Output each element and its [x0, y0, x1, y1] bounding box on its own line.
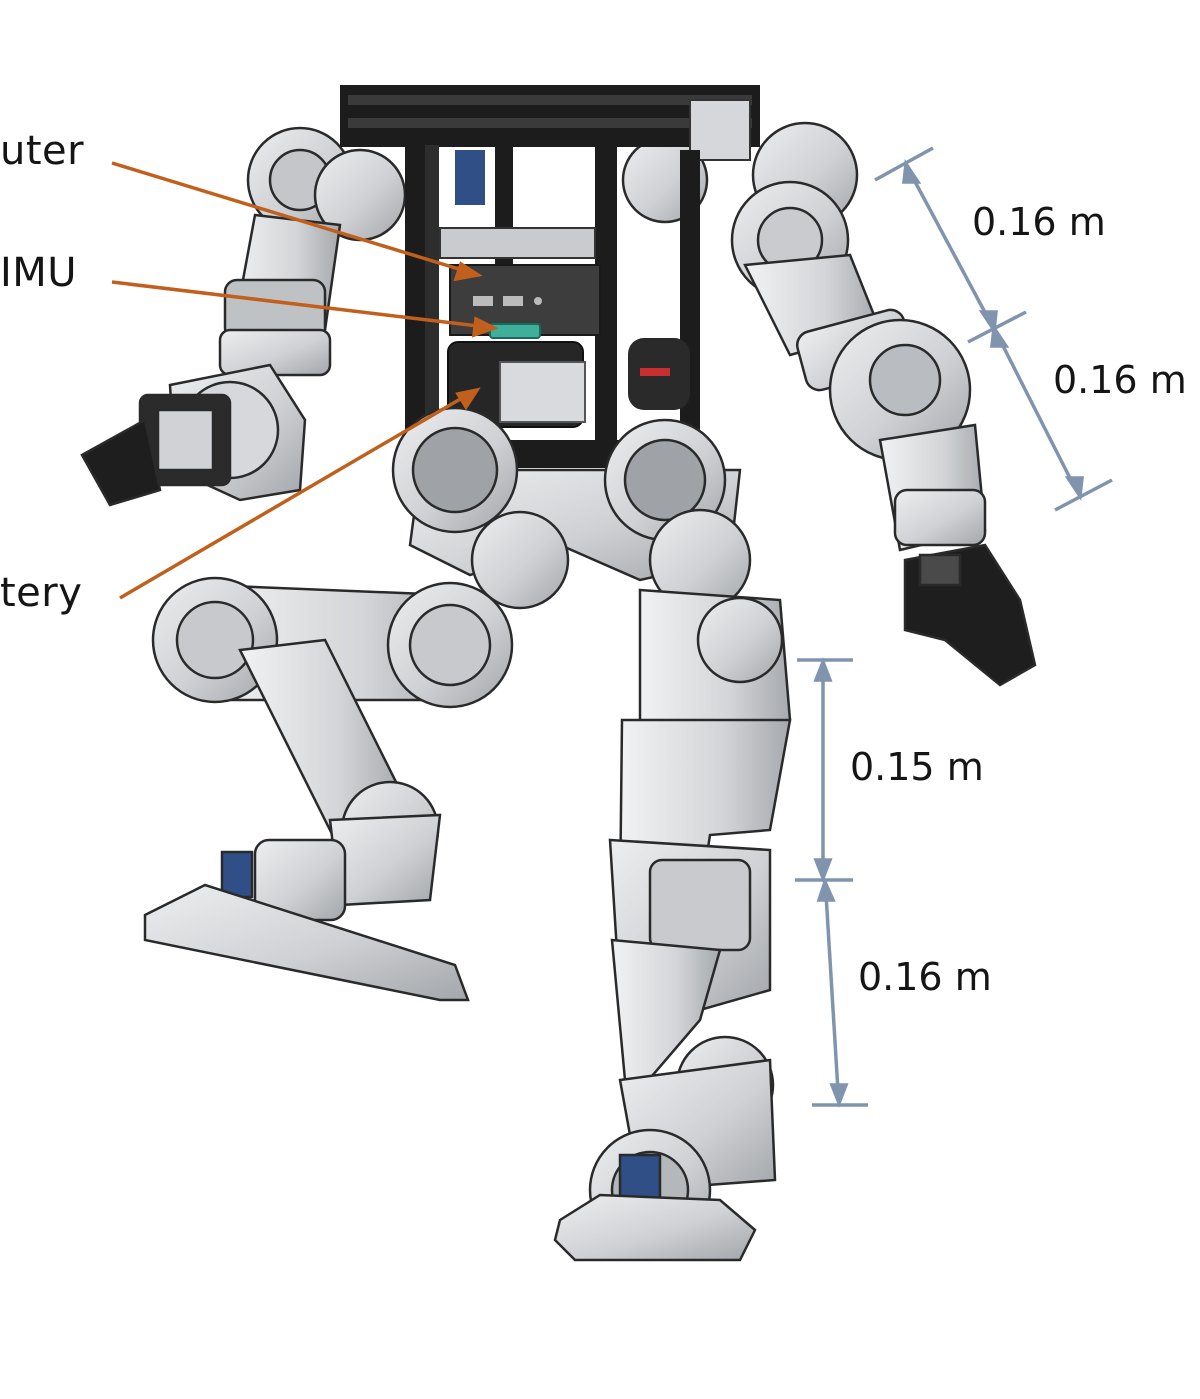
- dimension-upper-arm: 0.16 m: [972, 200, 1106, 244]
- arrow-imu: [111, 280, 479, 328]
- right-leg: [553, 588, 792, 1262]
- label-battery: tery: [0, 570, 83, 616]
- dimension-lines: [795, 146, 1113, 1108]
- arrow-computer: [111, 161, 463, 272]
- left-arm: [80, 126, 407, 507]
- hip-assembly: [391, 406, 752, 612]
- torso-frame: [340, 85, 760, 468]
- dimension-forearm: 0.16 m: [1053, 358, 1187, 402]
- left-leg: [143, 576, 514, 1002]
- right-arm: [621, 121, 1037, 687]
- arrow-battery: [119, 396, 463, 600]
- dimension-shank: 0.16 m: [858, 955, 992, 999]
- label-imu: IMU: [0, 250, 78, 296]
- label-computer: uter: [0, 128, 85, 174]
- dimension-thigh: 0.15 m: [850, 745, 984, 789]
- callout-arrows: [111, 161, 499, 600]
